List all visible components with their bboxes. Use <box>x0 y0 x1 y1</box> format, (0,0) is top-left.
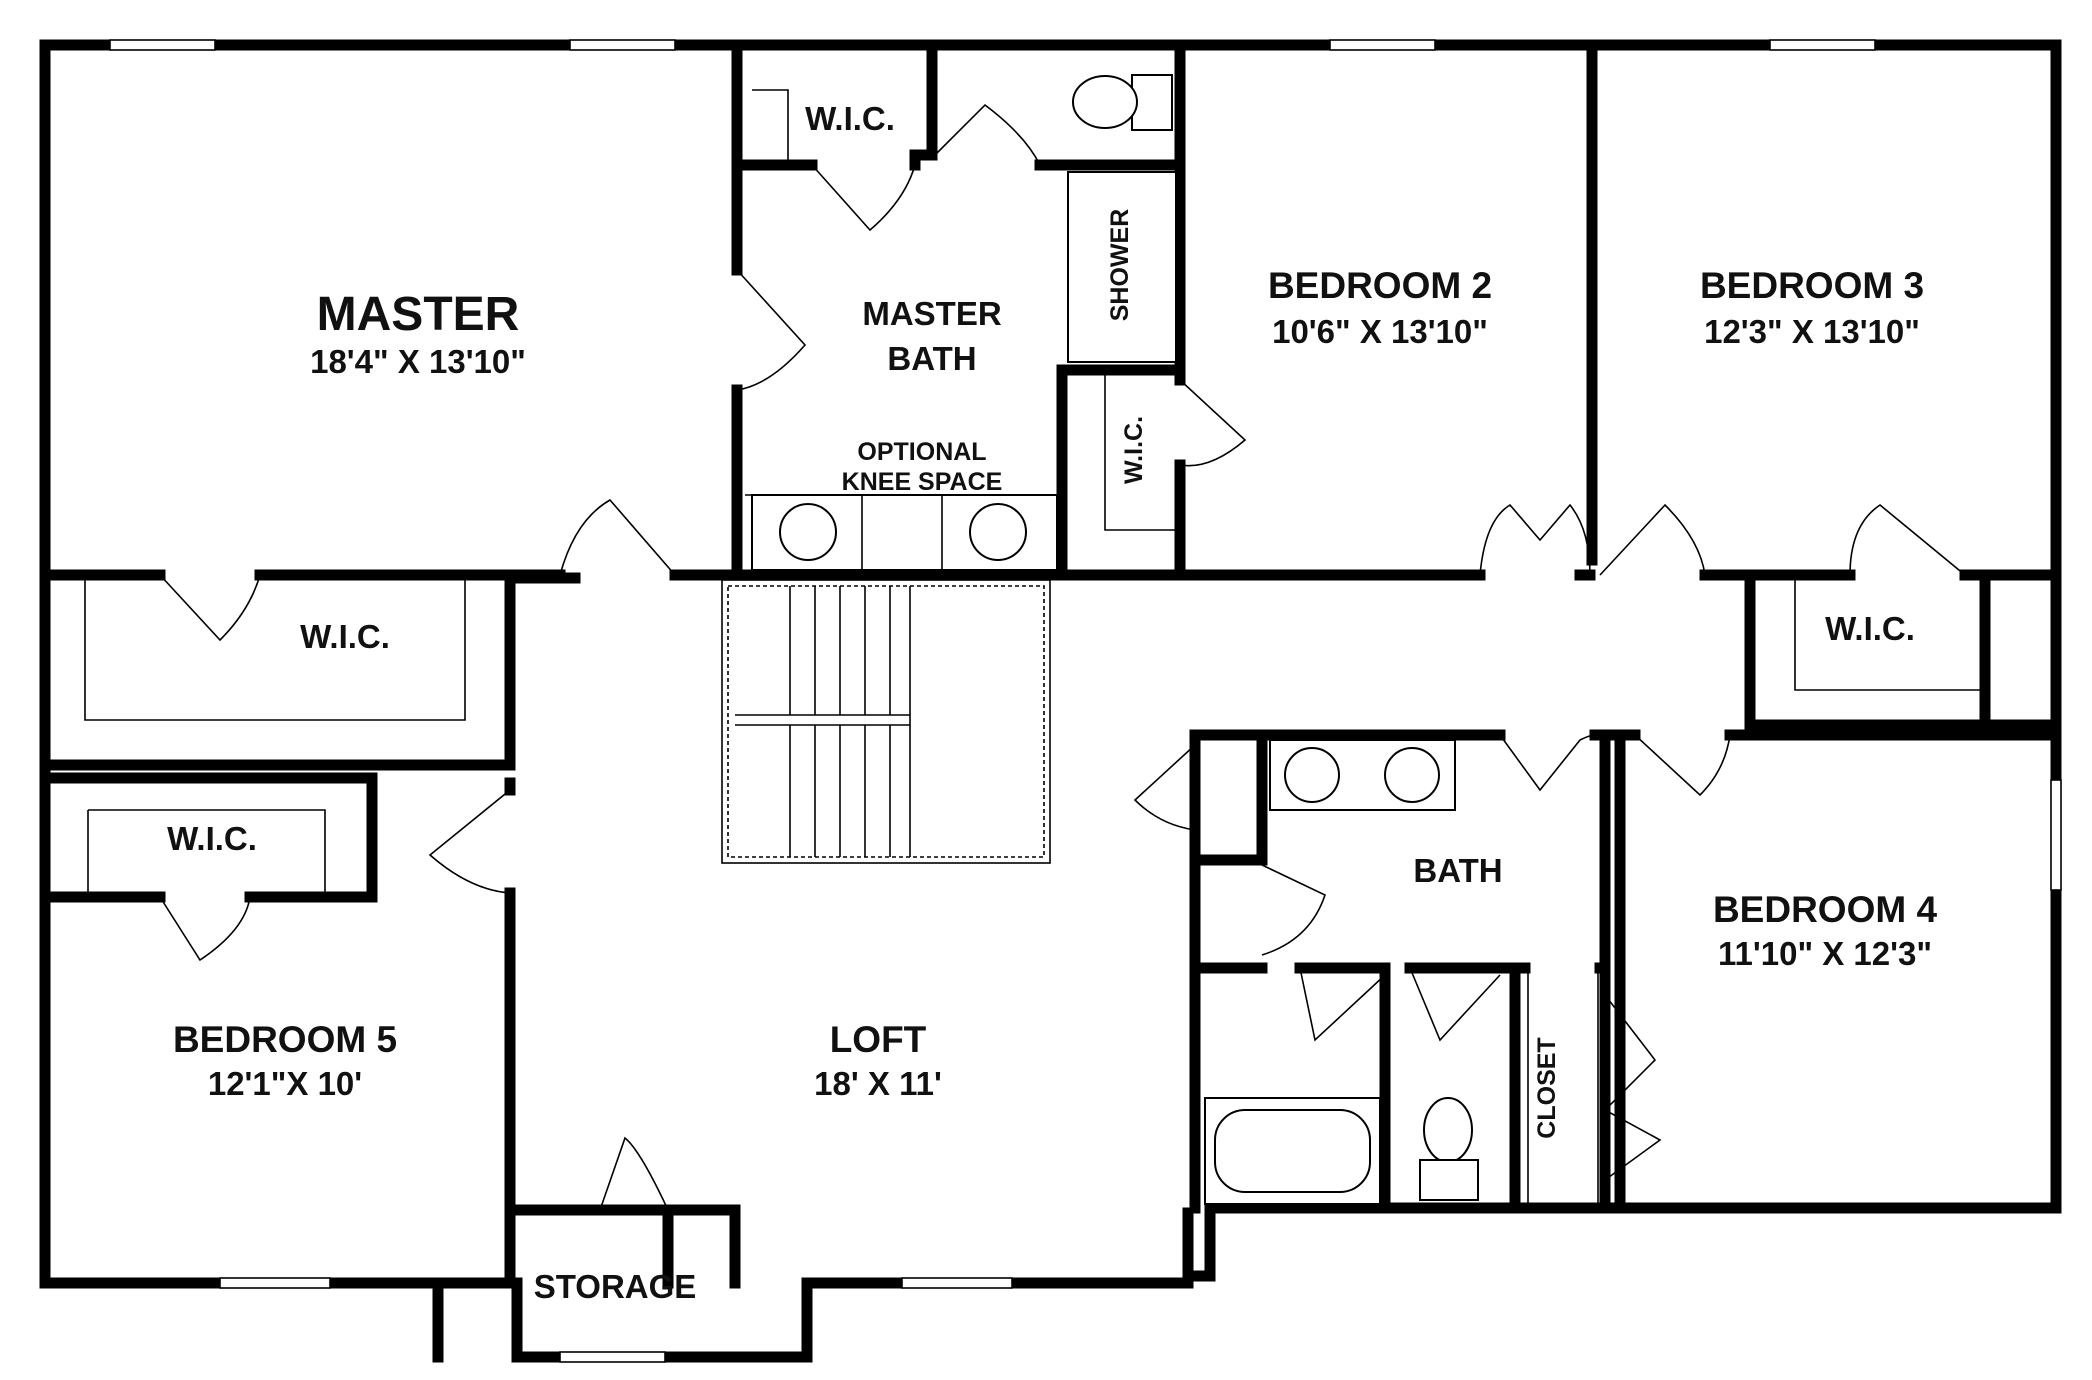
room-name-master-wic-left: W.I.C. <box>300 618 390 655</box>
room-labels: MASTER 18'4" X 13'10" MASTER BATH OPTION… <box>167 100 1937 1305</box>
window <box>219 1277 331 1289</box>
room-dims-bedroom-5: 12'1"X 10' <box>208 1065 362 1102</box>
door <box>811 164 916 232</box>
door <box>1849 504 1966 576</box>
room-name-storage: STORAGE <box>534 1268 697 1305</box>
door <box>1409 967 1501 1042</box>
door <box>559 498 676 576</box>
room-name-bath-wic: W.I.C. <box>1120 416 1148 484</box>
door <box>1299 967 1386 1042</box>
room-name-bedroom-5: BEDROOM 5 <box>173 1019 397 1060</box>
room-note-knee-space-2: KNEE SPACE <box>842 468 1003 496</box>
room-dims-master: 18'4" X 13'10" <box>310 343 526 380</box>
doors <box>159 103 1966 1211</box>
room-name-bedroom-5-wic: W.I.C. <box>167 820 257 857</box>
sink-icon <box>779 503 837 561</box>
room-note-knee-space-1: OPTIONAL <box>857 438 986 466</box>
door <box>1179 379 1247 467</box>
bathtub-basin <box>1214 1109 1371 1193</box>
room-name-closet: CLOSET <box>1533 1037 1561 1138</box>
window <box>569 39 676 51</box>
door <box>428 789 511 894</box>
room-dims-bedroom-4: 11'10" X 12'3" <box>1718 935 1932 972</box>
room-name-master: MASTER <box>317 288 520 341</box>
sink-icon <box>969 503 1027 561</box>
sink-icon <box>1384 747 1440 803</box>
window <box>109 39 216 51</box>
sink-icon <box>1284 747 1340 803</box>
room-name-bedroom-3-wic: W.I.C. <box>1825 610 1915 647</box>
door <box>1499 734 1596 792</box>
room-name-master-wic-top: W.I.C. <box>805 100 895 137</box>
room-dims-bedroom-2: 10'6" X 13'10" <box>1272 313 1488 350</box>
exterior-walls <box>39 39 2062 1363</box>
door <box>934 103 1041 166</box>
door <box>1261 864 1326 956</box>
door <box>1479 503 1591 576</box>
room-name-master-bath-1: MASTER <box>862 295 1002 332</box>
room-name-bath: BATH <box>1413 852 1502 889</box>
shower-stall <box>1067 171 1177 363</box>
toilet-tank <box>1419 1159 1479 1201</box>
room-name-bedroom-3: BEDROOM 3 <box>1700 265 1924 306</box>
interior-walls <box>39 39 2062 1363</box>
room-name-master-bath-2: BATH <box>887 340 976 377</box>
fixtures <box>751 74 1479 1205</box>
window <box>1769 39 1876 51</box>
window <box>901 1277 1013 1289</box>
toilet-icon <box>1423 1097 1473 1163</box>
door <box>736 269 807 391</box>
toilet-icon <box>1072 75 1138 129</box>
door <box>1599 503 1706 576</box>
staircase <box>721 579 1051 864</box>
window <box>1329 39 1436 51</box>
door <box>599 1136 669 1211</box>
room-name-loft: LOFT <box>830 1019 927 1060</box>
room-name-bedroom-2: BEDROOM 2 <box>1268 265 1492 306</box>
room-dims-bedroom-3: 12'3" X 13'10" <box>1704 313 1920 350</box>
toilet-tank <box>1131 74 1173 131</box>
window <box>559 1351 666 1363</box>
door <box>1133 744 1196 831</box>
door <box>159 896 251 962</box>
door <box>159 574 261 642</box>
door <box>1603 994 1662 1181</box>
door <box>1634 734 1731 797</box>
room-name-bedroom-4: BEDROOM 4 <box>1713 889 1938 930</box>
windows <box>109 39 2062 1363</box>
window <box>2050 779 2062 891</box>
room-name-shower: SHOWER <box>1106 209 1134 322</box>
room-dims-loft: 18' X 11' <box>814 1065 942 1102</box>
